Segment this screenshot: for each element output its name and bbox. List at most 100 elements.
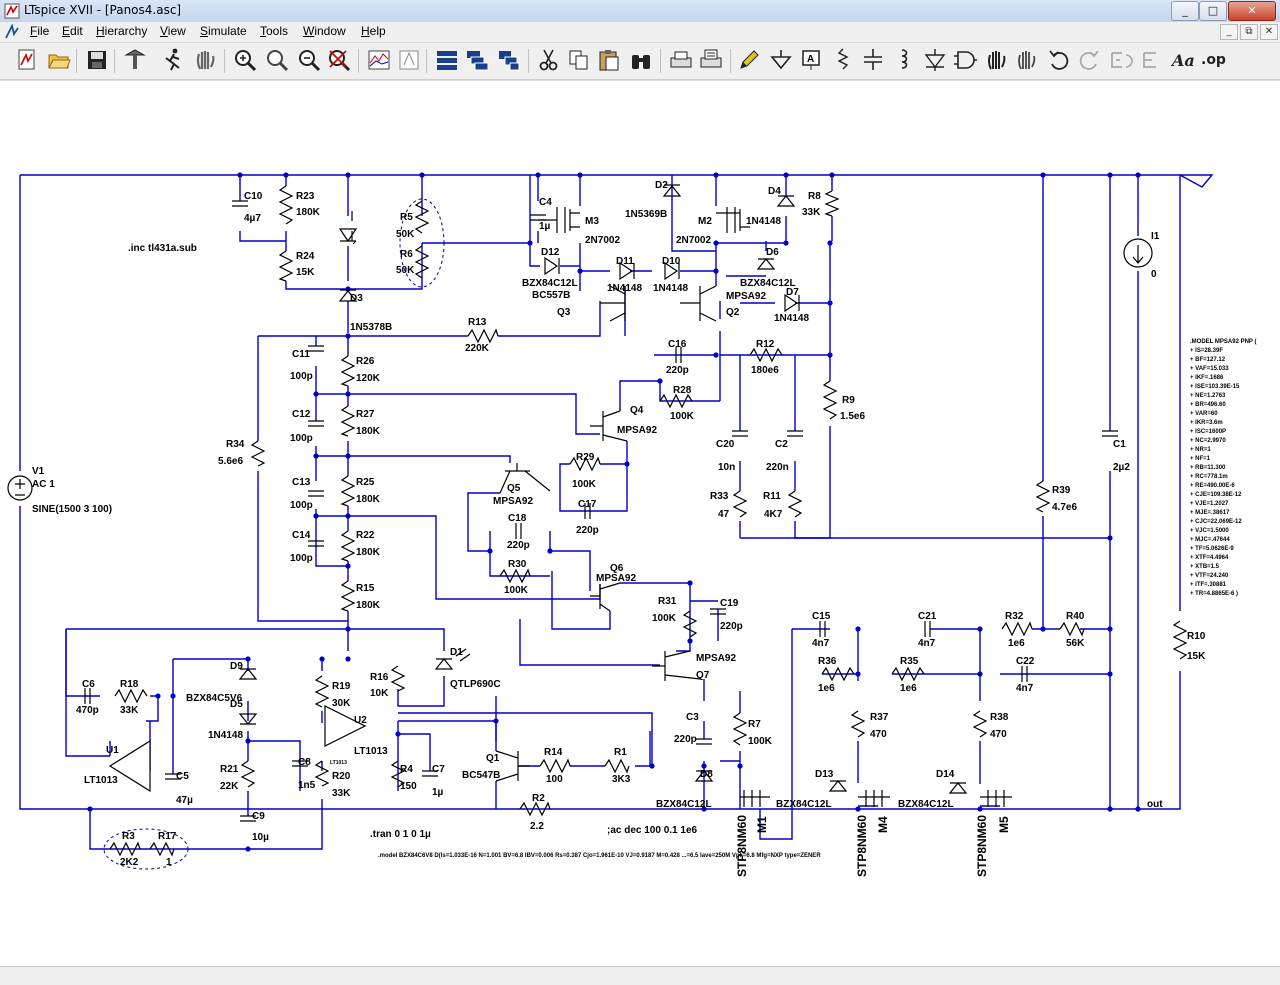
new-schematic-icon[interactable] bbox=[14, 47, 40, 73]
zoom-cancel-icon[interactable] bbox=[326, 47, 352, 73]
label-icon[interactable]: A bbox=[798, 47, 824, 73]
value-d5: 1N4148 bbox=[208, 730, 243, 741]
drag-icon[interactable] bbox=[1014, 47, 1040, 73]
minimize-button[interactable]: _ bbox=[1171, 1, 1199, 21]
save-icon[interactable] bbox=[84, 47, 110, 73]
value-r25: 180K bbox=[356, 494, 381, 505]
value-r13: 220K bbox=[465, 343, 490, 354]
schematic-doc-icon[interactable] bbox=[4, 24, 20, 40]
redo-icon[interactable] bbox=[1076, 47, 1102, 73]
model-line: + RC=778.1m bbox=[1190, 474, 1228, 480]
label-q6: Q6 bbox=[610, 563, 624, 574]
value-u2: LT1013 bbox=[354, 746, 388, 757]
label-r29: R29 bbox=[576, 452, 595, 463]
zoom-pan-icon[interactable] bbox=[264, 47, 290, 73]
diode-icon[interactable] bbox=[922, 47, 948, 73]
value-r7: 100K bbox=[748, 736, 773, 747]
zoom-out-icon[interactable] bbox=[296, 47, 322, 73]
label-r6: R6 bbox=[400, 249, 413, 260]
text-icon[interactable]: Aa bbox=[1170, 47, 1196, 73]
menu-file[interactable]: File bbox=[30, 24, 50, 38]
svg-text:.op: .op bbox=[1201, 52, 1226, 68]
print-setup-icon[interactable] bbox=[668, 47, 694, 73]
model-line: + VAF=15.033 bbox=[1190, 366, 1229, 372]
toolbar: A Aa .op bbox=[0, 43, 1280, 80]
component-icon[interactable] bbox=[952, 47, 978, 73]
tile-horiz-icon[interactable] bbox=[434, 47, 460, 73]
label-r17: R17 bbox=[158, 831, 177, 842]
label-r10: R10 bbox=[1187, 631, 1206, 642]
paste-icon[interactable] bbox=[596, 47, 622, 73]
label-c7: C7 bbox=[432, 764, 445, 775]
label-r22: R22 bbox=[356, 530, 375, 541]
label-d13: D13 bbox=[815, 769, 834, 780]
move-icon[interactable] bbox=[984, 47, 1010, 73]
plot-icon[interactable] bbox=[366, 47, 392, 73]
find-icon[interactable] bbox=[628, 47, 654, 73]
label-d9: D9 bbox=[230, 661, 243, 672]
pencil-icon[interactable] bbox=[736, 47, 762, 73]
menu-simulate[interactable]: Simulate bbox=[200, 24, 247, 38]
cascade-icon[interactable] bbox=[496, 47, 522, 73]
wires bbox=[19, 174, 1181, 850]
mdi-close-button[interactable]: ✕ bbox=[1260, 24, 1278, 40]
resistor-icon[interactable] bbox=[830, 47, 856, 73]
label-d11: D11 bbox=[616, 256, 634, 267]
open-icon[interactable] bbox=[46, 47, 72, 73]
inductor-icon[interactable] bbox=[890, 47, 916, 73]
menu-window[interactable]: Window bbox=[303, 24, 346, 38]
halt-icon[interactable] bbox=[192, 47, 218, 73]
label-c19: C19 bbox=[720, 598, 739, 609]
menu-tools[interactable]: Tools bbox=[260, 24, 289, 38]
schematic-canvas[interactable]: C10 4µ7 R23 180K R24 15K R5 50K R6 50K C… bbox=[0, 80, 1280, 967]
spice-directive-icon[interactable]: .op bbox=[1200, 47, 1226, 73]
label-r19: R19 bbox=[332, 681, 351, 692]
value-r27: 180K bbox=[356, 426, 381, 437]
value-d4: 1N4148 bbox=[746, 216, 781, 227]
run-icon[interactable] bbox=[160, 47, 186, 73]
mdi-restore-button[interactable]: ⧉ bbox=[1240, 24, 1258, 40]
dashed-highlights bbox=[103, 198, 445, 870]
value-r40: 56K bbox=[1066, 638, 1085, 649]
zoom-in-icon[interactable] bbox=[232, 47, 258, 73]
value-r18: 33K bbox=[120, 705, 139, 716]
value-r4: 150 bbox=[400, 781, 417, 792]
menu-view[interactable]: View bbox=[160, 24, 186, 38]
schematic-drawing[interactable]: C10 4µ7 R23 180K R24 15K R5 50K R6 50K C… bbox=[0, 81, 1280, 967]
print-icon[interactable] bbox=[698, 47, 724, 73]
capacitor-icon[interactable] bbox=[860, 47, 886, 73]
mdi-minimize-button[interactable]: _ bbox=[1220, 24, 1238, 40]
close-button[interactable]: ✕ bbox=[1228, 1, 1276, 21]
value-r21: 22K bbox=[220, 781, 239, 792]
label-r31: R31 bbox=[658, 596, 677, 607]
value-u1: LT1013 bbox=[84, 775, 118, 786]
ground-icon[interactable] bbox=[768, 47, 794, 73]
cut-icon[interactable] bbox=[536, 47, 562, 73]
label-r33: R33 bbox=[710, 491, 729, 502]
mirror-icon[interactable] bbox=[1138, 47, 1164, 73]
spice-directives[interactable]: .inc tl431a.sub .tran 0 1 0 1µ ;ac dec 1… bbox=[128, 243, 1256, 859]
label-m1: M1 bbox=[755, 816, 769, 833]
include-directive: .inc tl431a.sub bbox=[128, 243, 197, 254]
value-c9: 10µ bbox=[252, 832, 269, 843]
pnp-model-directive[interactable]: .MODEL MPSA92 PNP ( + IS=28.39F + BF=127… bbox=[1190, 339, 1256, 597]
maximize-button[interactable]: □ bbox=[1199, 1, 1227, 21]
rotate-icon[interactable] bbox=[1108, 47, 1134, 73]
label-r40: R40 bbox=[1066, 611, 1085, 622]
menu-help[interactable]: Help bbox=[361, 24, 386, 38]
label-c15: C15 bbox=[812, 611, 831, 622]
label-r25: R25 bbox=[356, 477, 375, 488]
label-c21: C21 bbox=[918, 611, 937, 622]
value-m5: STP8NM60 bbox=[975, 815, 989, 877]
control-panel-icon[interactable] bbox=[122, 47, 148, 73]
menu-hierarchy[interactable]: Hierarchy bbox=[96, 24, 148, 38]
label-d12: D12 bbox=[541, 247, 560, 258]
value-d7: 1N4148 bbox=[774, 313, 809, 324]
tile-vert-icon[interactable] bbox=[464, 47, 490, 73]
value-r12: 180e6 bbox=[751, 365, 779, 376]
tile-icon[interactable] bbox=[396, 47, 422, 73]
value-r30: 100K bbox=[504, 585, 529, 596]
undo-icon[interactable] bbox=[1046, 47, 1072, 73]
menu-edit[interactable]: Edit bbox=[62, 24, 83, 38]
copy-icon[interactable] bbox=[566, 47, 592, 73]
